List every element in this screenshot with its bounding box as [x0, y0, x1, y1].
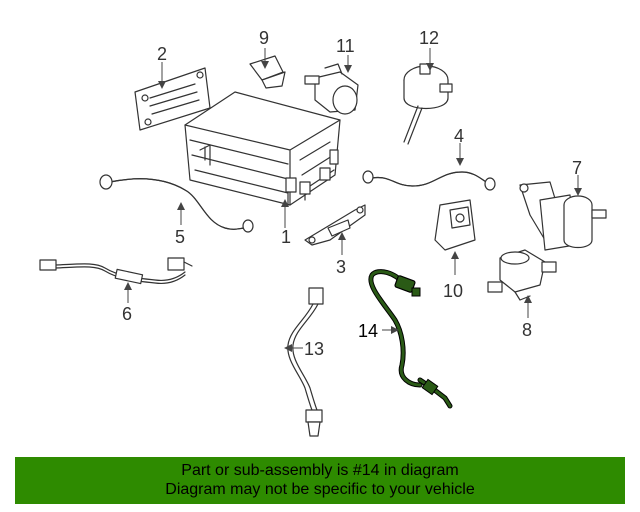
part-1-charcoal-canister[interactable]: [184, 91, 341, 206]
callout-5: 5: [175, 227, 185, 247]
callout-12: 12: [419, 28, 439, 48]
callout-10: 10: [443, 281, 463, 301]
part-6-oxygen-sensor[interactable]: [39, 257, 193, 285]
callout-14: 14: [358, 321, 378, 341]
part-4-hose[interactable]: [362, 170, 496, 191]
callout-7: 7: [572, 158, 582, 178]
callout-1: 1: [281, 227, 291, 247]
part-9-clip[interactable]: [249, 55, 286, 89]
callout-2: 2: [157, 44, 167, 64]
info-banner: Part or sub-assembly is #14 in diagram D…: [15, 457, 625, 504]
callout-11: 11: [336, 36, 355, 56]
part-14-oxygen-sensor-highlighted[interactable]: [368, 269, 453, 409]
part-3-bracket[interactable]: [304, 204, 366, 246]
part-12-vacuum-actuator[interactable]: [403, 63, 453, 145]
part-7-solenoid-valve[interactable]: [519, 181, 607, 251]
callout-9: 9: [259, 28, 269, 48]
callout-8: 8: [522, 320, 532, 340]
part-8-purge-valve[interactable]: [487, 249, 557, 301]
part-13-oxygen-sensor[interactable]: [287, 287, 324, 437]
banner-line-2: Diagram may not be specific to your vehi…: [165, 481, 475, 498]
part-11-solenoid[interactable]: [304, 63, 359, 115]
callout-13: 13: [304, 339, 324, 359]
callout-6: 6: [122, 304, 132, 324]
part-10-bracket[interactable]: [434, 199, 476, 251]
part-5-hose[interactable]: [99, 174, 254, 233]
banner-line-1: Part or sub-assembly is #14 in diagram: [181, 462, 459, 479]
callout-3: 3: [336, 257, 346, 277]
parts-diagram: 1 2 3 4 5 6 7 8 9 10 11 12 13 14: [39, 28, 607, 437]
part-2-bracket[interactable]: [134, 67, 211, 131]
callout-4: 4: [454, 126, 464, 146]
